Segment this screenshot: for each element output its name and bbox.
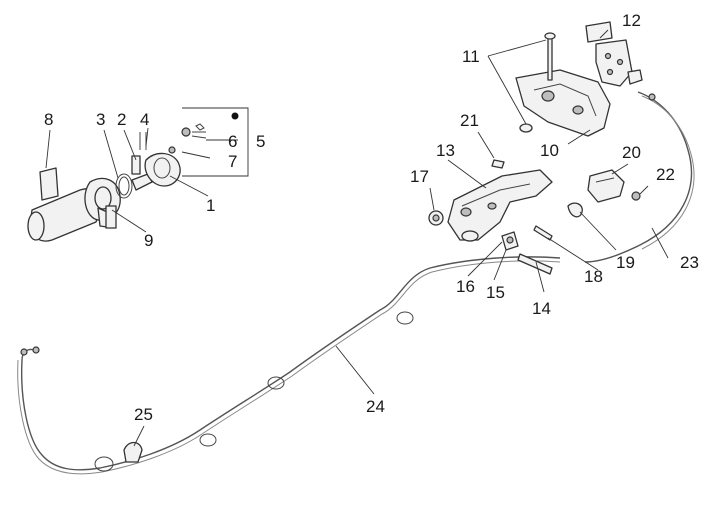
callout-21: 21 (460, 111, 479, 130)
callout-15: 15 (486, 283, 505, 302)
callout-13: 13 (436, 141, 455, 160)
callout-6: 6 (228, 132, 237, 151)
callout-5: 5 (256, 132, 265, 151)
cable-23 (584, 91, 695, 263)
callout-2: 2 (117, 110, 126, 129)
callout-1: 1 (206, 196, 215, 215)
callout-11: 11 (462, 47, 480, 66)
callout-22: 22 (656, 165, 675, 184)
callout-18: 18 (584, 267, 603, 286)
callout-10: 10 (540, 141, 559, 160)
callout-labels: 8 3 2 4 6 5 7 1 9 11 12 10 21 13 17 20 2… (44, 11, 699, 424)
callout-7: 7 (228, 152, 237, 171)
callout-16: 16 (456, 277, 475, 296)
release-lever-assembly (428, 159, 641, 275)
latch-mechanism (515, 21, 643, 137)
callout-12: 12 (622, 11, 641, 30)
callout-20: 20 (622, 143, 641, 162)
callout-14: 14 (532, 299, 551, 318)
callout-9: 9 (144, 231, 153, 250)
cable-clip-25 (123, 441, 143, 463)
filled-bullet (231, 112, 239, 120)
callout-3: 3 (96, 110, 105, 129)
callout-8: 8 (44, 110, 53, 129)
leader-lines (45, 29, 669, 447)
callout-23: 23 (680, 253, 699, 272)
callout-25: 25 (134, 405, 153, 424)
callout-17: 17 (410, 167, 429, 186)
cable-assembly-24 (17, 256, 561, 475)
callout-4: 4 (140, 110, 149, 129)
callout-19: 19 (616, 253, 635, 272)
callout-24: 24 (366, 397, 385, 416)
lock-cylinder-assembly (27, 123, 207, 242)
